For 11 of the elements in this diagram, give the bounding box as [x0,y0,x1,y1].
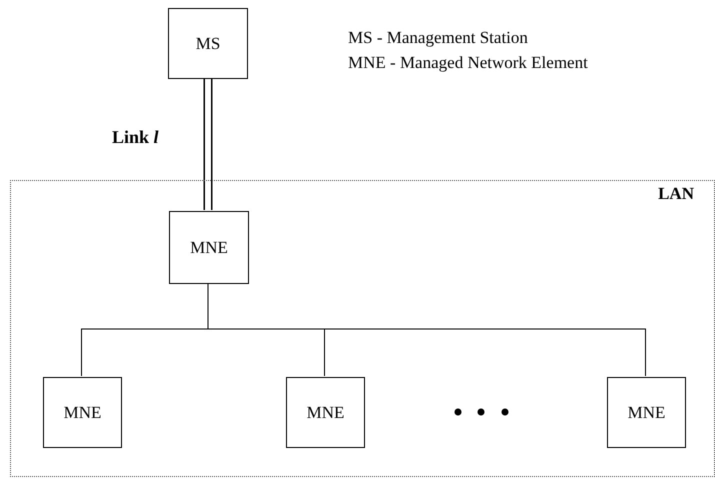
network-element-box: MNE [169,211,249,284]
network-boundary [10,180,715,477]
edge-label: Link l [112,127,159,148]
network-label: LAN [658,184,694,204]
double-line-link [204,79,212,210]
network-element-box: MNE [286,377,365,448]
network-element-box: MNE [607,377,686,448]
network-element-box: MNE [43,377,122,448]
abbreviation-note: MS - Management Station [348,28,528,48]
abbreviation-note: MNE - Managed Network Element [348,53,588,73]
station-box: MS [168,8,248,79]
